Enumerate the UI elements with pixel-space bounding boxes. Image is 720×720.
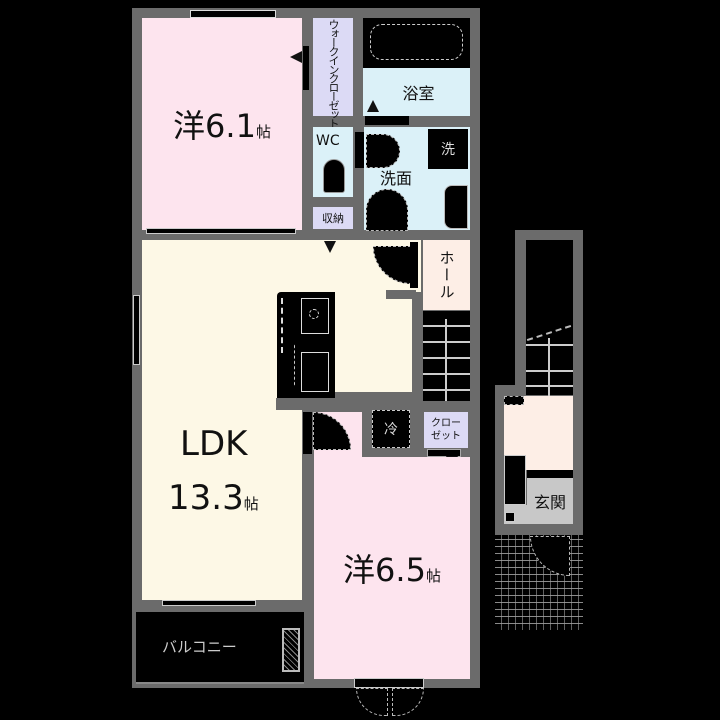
bathroom-door xyxy=(365,116,409,125)
window-room-2-bottom xyxy=(354,678,424,688)
bathtub-outline xyxy=(370,24,463,60)
entrance-umbrella-stand xyxy=(505,512,515,522)
storage[interactable]: 収納 xyxy=(313,207,353,229)
wic-door xyxy=(303,46,309,90)
fridge-glyph: 冷 xyxy=(384,422,398,438)
washroom-wc-door-swing xyxy=(366,134,400,168)
annex-stair-divider xyxy=(548,338,550,396)
kitchen-counter[interactable] xyxy=(277,292,335,404)
hall[interactable]: ホール xyxy=(423,240,470,310)
window-room-1-bottom xyxy=(146,228,296,234)
stair-divider xyxy=(445,319,447,401)
wc-label: WC xyxy=(316,133,340,149)
bathroom-door-arrow-icon xyxy=(367,100,379,112)
balcony-label: バルコニー xyxy=(162,638,237,656)
bottom-door-swing-right xyxy=(392,688,424,716)
washroom-label: 洗面 xyxy=(380,169,413,188)
bathroom[interactable]: 浴室 xyxy=(363,68,470,116)
fridge-icon: 冷 xyxy=(372,410,410,448)
dishwasher-diagonal xyxy=(279,344,295,404)
ldk-hall-door xyxy=(410,242,418,288)
western-room-2[interactable]: 洋6.5帖 xyxy=(314,457,470,679)
washroom-door-swing xyxy=(366,189,408,231)
entrance[interactable]: 玄関 xyxy=(527,478,573,524)
bottom-door-swing-left xyxy=(356,688,388,716)
ldk-size: 13.3帖 xyxy=(168,478,259,518)
sink-icon xyxy=(444,185,468,229)
toilet-icon xyxy=(323,159,345,193)
window-room-1-top xyxy=(190,10,276,18)
annex-stairs[interactable] xyxy=(526,240,573,396)
staircase[interactable] xyxy=(423,311,470,401)
hall-label: ホール xyxy=(437,249,456,301)
bathtub xyxy=(363,18,470,68)
entrance-label: 玄関 xyxy=(533,493,566,512)
closet[interactable]: クローゼット xyxy=(424,412,468,448)
wc-door xyxy=(355,132,364,168)
annex-step xyxy=(527,470,573,478)
balcony[interactable]: バルコニー xyxy=(136,612,304,684)
storage-label: 収納 xyxy=(322,212,344,225)
hall-partition xyxy=(386,290,416,299)
bathroom-label: 浴室 xyxy=(402,84,435,103)
wic-door-arrow-icon xyxy=(290,51,302,63)
window-ldk-left xyxy=(133,295,140,365)
balcony-unit-icon xyxy=(282,628,300,672)
washroom[interactable]: 洗面 洗 xyxy=(364,127,470,231)
closet-door xyxy=(427,449,461,457)
wc[interactable]: WC xyxy=(313,127,353,197)
walk-in-closet[interactable]: ウォークインクローゼット xyxy=(313,18,353,127)
western-room-1[interactable]: 洋6.1帖 xyxy=(142,18,302,230)
closet-label: クローゼット xyxy=(431,418,461,442)
annex-small-box xyxy=(504,396,524,405)
ldk-name: LDK xyxy=(180,424,248,464)
washer-icon: 洗 xyxy=(428,129,468,169)
ldk[interactable] xyxy=(142,240,302,600)
stove-dashes xyxy=(281,298,285,353)
walk-in-closet-label: ウォークインクローゼット xyxy=(327,19,340,127)
washer-glyph: 洗 xyxy=(441,142,455,158)
sink-basin-icon xyxy=(301,298,329,334)
window-ldk-balcony xyxy=(162,600,256,606)
western-room-2-door xyxy=(303,412,312,454)
storage-door-arrow-icon xyxy=(324,241,336,253)
western-room-2-label: 洋6.5帖 xyxy=(343,551,441,589)
western-room-1-label: 洋6.1帖 xyxy=(173,107,271,145)
kitchen-back-wall xyxy=(276,398,414,410)
fridge-space xyxy=(301,352,329,392)
shoe-cabinet xyxy=(504,455,526,505)
sink-drain-icon xyxy=(309,309,319,319)
